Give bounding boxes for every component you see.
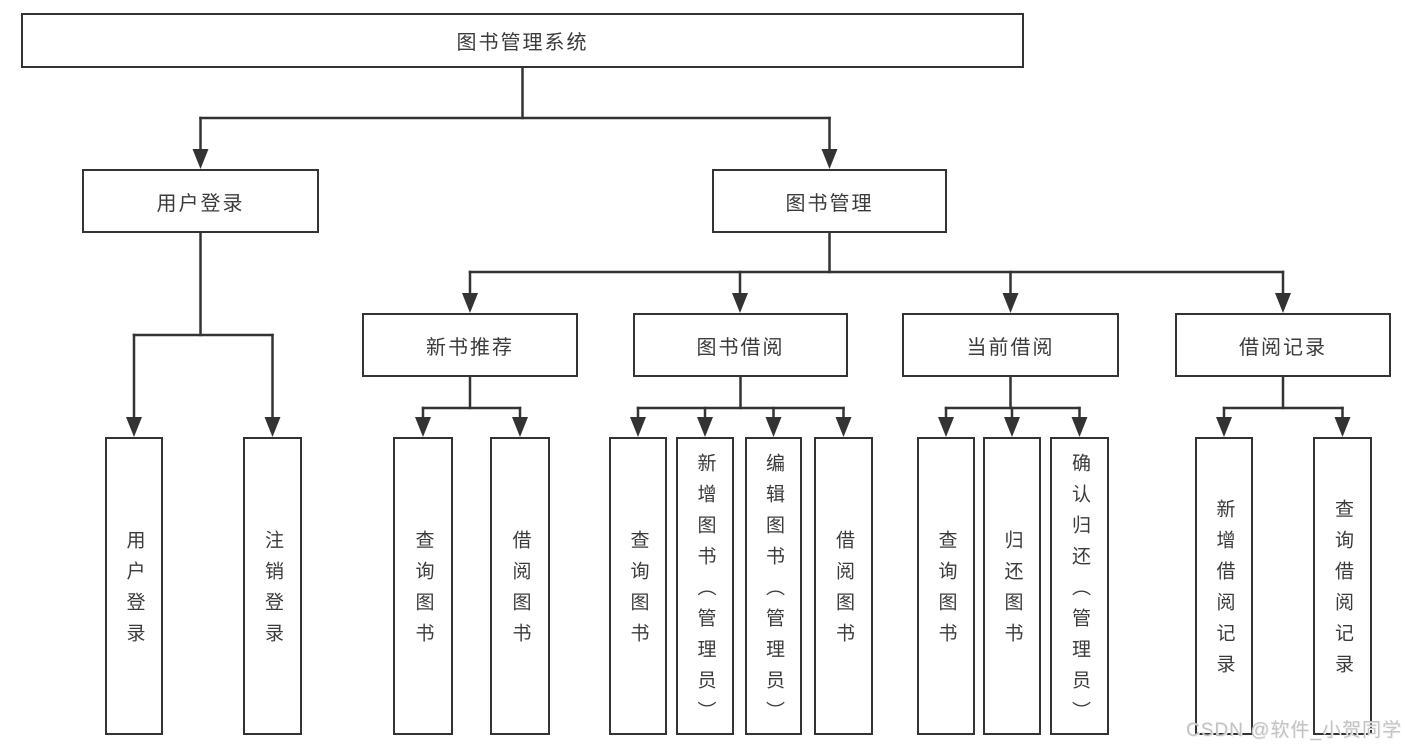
leaf-current-query-books: 查询图书	[917, 437, 975, 735]
csdn-watermark: CSDN @软件_小贺同学	[1186, 720, 1402, 741]
leaf-borrow-query-books: 查询图书	[609, 437, 667, 735]
node-current-borrow: 当前借阅	[902, 313, 1119, 377]
leaf-borrow-edit-books-admin-label: 编辑图书（管理员）	[763, 452, 784, 732]
leaf-recommend-query-books-label: 查询图书	[412, 530, 434, 654]
leaf-recommend-query-books: 查询图书	[393, 437, 453, 735]
leaf-current-return-books: 归还图书	[983, 437, 1041, 735]
node-user-login-label: 用户登录	[156, 192, 245, 215]
node-root: 图书管理系统	[21, 13, 1024, 68]
node-book-management: 图书管理	[712, 169, 947, 233]
node-book-borrow-label: 图书借阅	[696, 336, 785, 359]
leaf-recommend-borrow-books: 借阅图书	[490, 437, 550, 735]
node-new-book-recommend: 新书推荐	[362, 313, 578, 377]
leaf-user-login: 用户登录	[105, 437, 163, 735]
node-book-borrow: 图书借阅	[633, 313, 848, 377]
leaf-recommend-borrow-books-label: 借阅图书	[509, 530, 531, 654]
leaf-records-add-record: 新增借阅记录	[1195, 437, 1253, 735]
node-current-borrow-label: 当前借阅	[966, 336, 1055, 359]
node-new-book-recommend-label: 新书推荐	[426, 336, 514, 359]
node-root-label: 图书管理系统	[456, 32, 589, 54]
leaf-borrow-borrow-books-label: 借阅图书	[833, 530, 854, 654]
node-user-login: 用户登录	[82, 169, 319, 233]
leaf-current-confirm-return-admin-label: 确认归还（管理员）	[1069, 452, 1090, 732]
leaf-borrow-borrow-books: 借阅图书	[814, 437, 873, 735]
leaf-records-query-record-label: 查询借阅记录	[1332, 499, 1353, 685]
node-book-management-label: 图书管理	[785, 192, 874, 215]
leaf-borrow-add-books-admin: 新增图书（管理员）	[676, 437, 734, 735]
leaf-borrow-add-books-admin-label: 新增图书（管理员）	[694, 452, 716, 732]
node-borrow-records-label: 借阅记录	[1239, 336, 1327, 359]
leaf-borrow-query-books-label: 查询图书	[627, 530, 649, 654]
leaf-logout-label: 注销登录	[262, 530, 283, 654]
leaf-records-query-record: 查询借阅记录	[1313, 437, 1372, 735]
leaf-records-add-record-label: 新增借阅记录	[1213, 499, 1235, 685]
leaf-current-confirm-return-admin: 确认归还（管理员）	[1050, 437, 1109, 735]
leaf-current-return-books-label: 归还图书	[1001, 530, 1023, 654]
leaf-current-query-books-label: 查询图书	[935, 530, 957, 654]
leaf-logout: 注销登录	[243, 437, 302, 735]
leaf-user-login-label: 用户登录	[123, 530, 145, 654]
leaf-borrow-edit-books-admin: 编辑图书（管理员）	[745, 437, 802, 735]
node-borrow-records: 借阅记录	[1175, 313, 1391, 377]
